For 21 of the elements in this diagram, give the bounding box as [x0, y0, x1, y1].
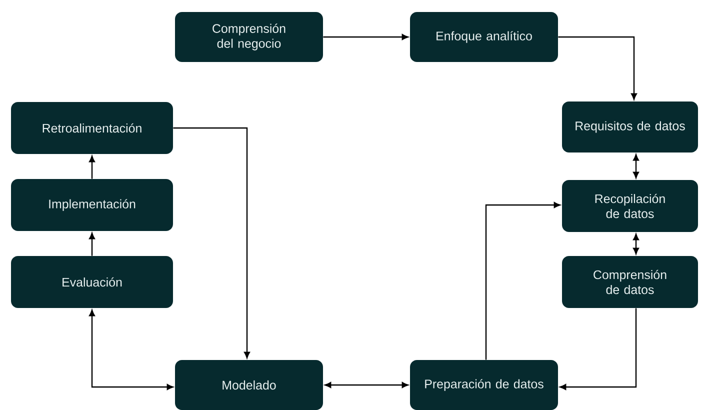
arrow — [173, 127, 250, 358]
arrow — [558, 36, 637, 100]
process-box: Retroalimentación — [11, 102, 173, 154]
arrow — [485, 202, 560, 360]
process-box: Comprensión de datos — [562, 256, 698, 308]
arrow — [633, 234, 639, 254]
arrow — [323, 34, 408, 40]
process-box: Enfoque analítico — [410, 12, 558, 62]
arrow — [89, 310, 174, 390]
process-box: Evaluación — [11, 256, 173, 308]
process-box: Requisitos de datos — [562, 102, 698, 152]
arrow — [89, 232, 95, 256]
process-box: Comprensión del negocio — [175, 12, 323, 62]
process-box: Recopilación de datos — [562, 180, 698, 232]
arrow — [324, 382, 408, 388]
process-box: Implementación — [11, 179, 173, 231]
process-box: Modelado — [175, 360, 323, 410]
arrow — [560, 308, 637, 390]
arrow — [89, 156, 95, 179]
arrow — [633, 154, 639, 178]
process-box: Preparación de datos — [410, 360, 558, 410]
